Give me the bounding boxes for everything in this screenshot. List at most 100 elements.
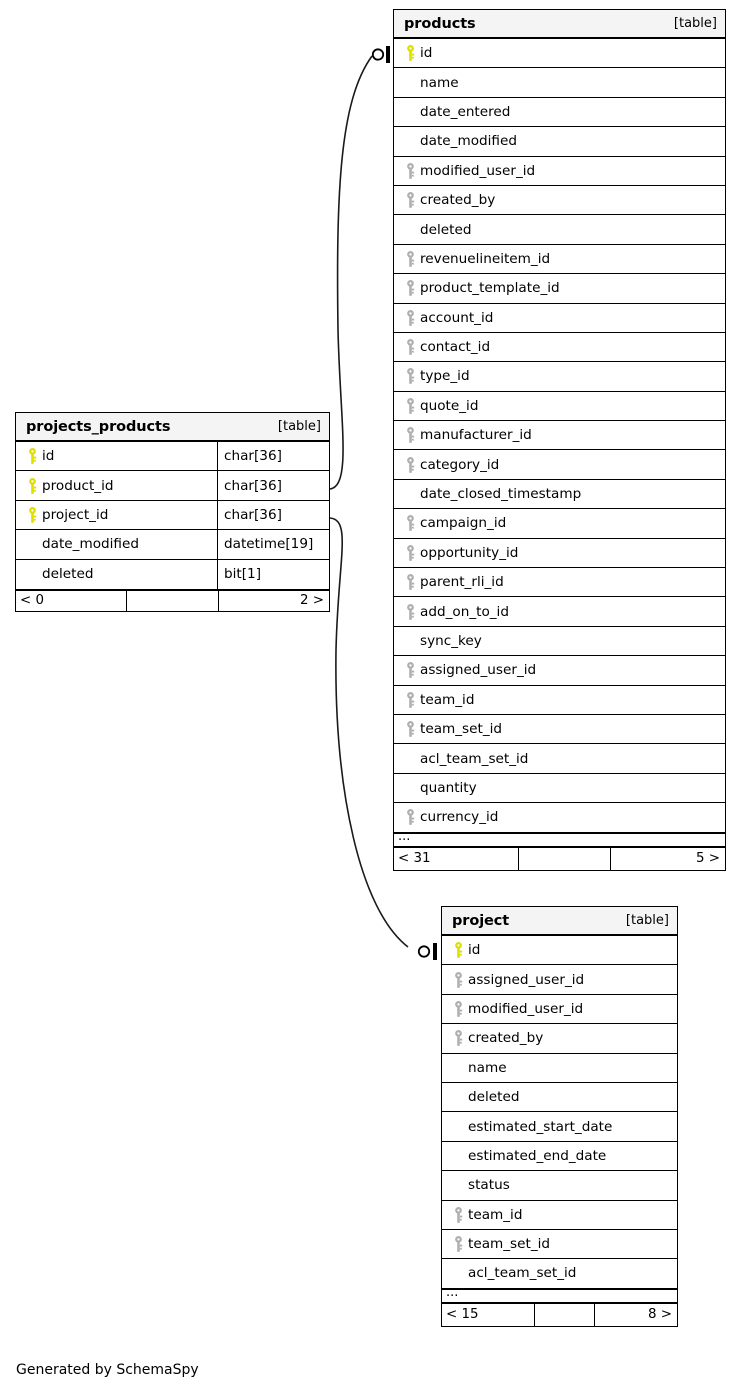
table-row[interactable]: opportunity_id <box>394 539 725 569</box>
key-icon-foreign <box>400 515 420 532</box>
table-row[interactable]: date_closed_timestamp <box>394 480 725 510</box>
column-name-cell: name <box>394 75 725 91</box>
column-name-cell: currency_id <box>394 809 725 825</box>
table-row[interactable]: category_id <box>394 450 725 480</box>
table-row[interactable]: id <box>442 936 677 966</box>
table-title: projects_products <box>26 418 171 435</box>
table-columns-products: id name date_entered date_modified modified_… <box>394 39 725 833</box>
column-name: team_id <box>420 691 475 708</box>
column-name-cell: deleted <box>16 566 217 582</box>
key-icon-foreign <box>448 1206 468 1223</box>
table-row[interactable]: contact_id <box>394 333 725 363</box>
table-row[interactable]: sync_key <box>394 627 725 657</box>
table-row[interactable]: acl_team_set_id <box>442 1259 677 1289</box>
table-row[interactable]: date_modified <box>394 127 725 157</box>
column-name-cell: date_modified <box>394 133 725 149</box>
column-name: date_closed_timestamp <box>420 486 582 503</box>
table-row[interactable]: parent_rli_id <box>394 568 725 598</box>
table-row[interactable]: deleted <box>394 215 725 245</box>
column-name-cell: name <box>442 1060 677 1076</box>
table-row[interactable]: project_id char[36] <box>16 500 329 531</box>
column-name: name <box>468 1059 507 1076</box>
table-row[interactable]: product_template_id <box>394 274 725 304</box>
table-row[interactable]: estimated_end_date <box>442 1142 677 1172</box>
column-type-cell: char[36] <box>217 471 329 500</box>
table-row[interactable]: assigned_user_id <box>394 656 725 686</box>
footer-left[interactable]: < 31 <box>398 851 431 867</box>
table-row[interactable]: quantity <box>394 774 725 804</box>
column-name-cell: revenuelineitem_id <box>394 250 725 267</box>
column-name: account_id <box>420 309 494 326</box>
more-columns-indicator: ... <box>442 1284 677 1304</box>
column-type: char[36] <box>224 506 282 523</box>
column-name-cell: id <box>394 45 725 61</box>
table-row[interactable]: team_set_id <box>394 715 725 745</box>
table-row[interactable]: modified_user_id <box>394 157 725 186</box>
column-name-cell: deleted <box>394 222 725 238</box>
crowfoot-circle-products <box>371 48 385 61</box>
footer-right[interactable]: 2 > <box>300 593 324 609</box>
footer-left[interactable]: < 15 <box>446 1307 479 1323</box>
table-row[interactable]: team_id <box>394 686 725 715</box>
table-row[interactable]: team_id <box>442 1201 677 1230</box>
footer-left[interactable]: < 0 <box>20 593 44 609</box>
column-name-cell: created_by <box>394 192 725 208</box>
column-name-cell: quote_id <box>394 397 725 414</box>
column-name: parent_rli_id <box>420 574 504 591</box>
table-row[interactable]: team_set_id <box>442 1230 677 1260</box>
column-name: acl_team_set_id <box>420 750 529 767</box>
column-name-cell: team_set_id <box>442 1236 677 1252</box>
table-row[interactable]: add_on_to_id <box>394 597 725 627</box>
table-row[interactable]: revenuelineitem_id <box>394 245 725 275</box>
table-row[interactable]: deleted <box>442 1083 677 1113</box>
column-name-cell: modified_user_id <box>442 1000 677 1017</box>
column-name: id <box>420 45 433 62</box>
column-name: date_modified <box>420 133 517 150</box>
table-row[interactable]: type_id <box>394 362 725 392</box>
table-row[interactable]: id <box>394 39 725 69</box>
table-row[interactable]: assigned_user_id <box>442 965 677 995</box>
column-name-cell: add_on_to_id <box>394 603 725 620</box>
footer-middle <box>534 1303 595 1326</box>
column-name: team_set_id <box>468 1236 551 1253</box>
table-row[interactable]: name <box>442 1054 677 1083</box>
table-row[interactable]: quote_id <box>394 392 725 422</box>
column-name: date_entered <box>420 103 511 120</box>
table-row[interactable]: account_id <box>394 304 725 333</box>
column-type: datetime[19] <box>224 536 314 553</box>
table-row[interactable]: currency_id <box>394 803 725 833</box>
column-name-cell: project_id <box>16 506 217 523</box>
column-name: name <box>420 74 459 91</box>
table-row[interactable]: created_by <box>394 186 725 216</box>
table-row[interactable]: modified_user_id <box>442 995 677 1025</box>
table-row[interactable]: status <box>442 1171 677 1201</box>
key-icon-foreign <box>448 1236 468 1252</box>
table-row[interactable]: acl_team_set_id <box>394 744 725 774</box>
column-name: currency_id <box>420 809 499 826</box>
table-row[interactable]: manufacturer_id <box>394 421 725 451</box>
table-row[interactable]: date_entered <box>394 98 725 128</box>
ellipsis-text: ... <box>446 1284 459 1300</box>
column-name: deleted <box>42 566 94 583</box>
key-icon-foreign <box>400 574 420 591</box>
table-row[interactable]: campaign_id <box>394 509 725 539</box>
table-row[interactable]: estimated_start_date <box>442 1112 677 1142</box>
column-name-cell: product_template_id <box>394 280 725 296</box>
key-icon-primary <box>22 477 42 494</box>
table-row[interactable]: name <box>394 68 725 98</box>
footer-right[interactable]: 8 > <box>648 1307 672 1323</box>
footer-middle <box>126 590 219 611</box>
footer-right[interactable]: 5 > <box>696 851 720 867</box>
table-row[interactable]: created_by <box>442 1024 677 1054</box>
column-name-cell: team_id <box>442 1206 677 1223</box>
column-name: id <box>468 942 481 959</box>
